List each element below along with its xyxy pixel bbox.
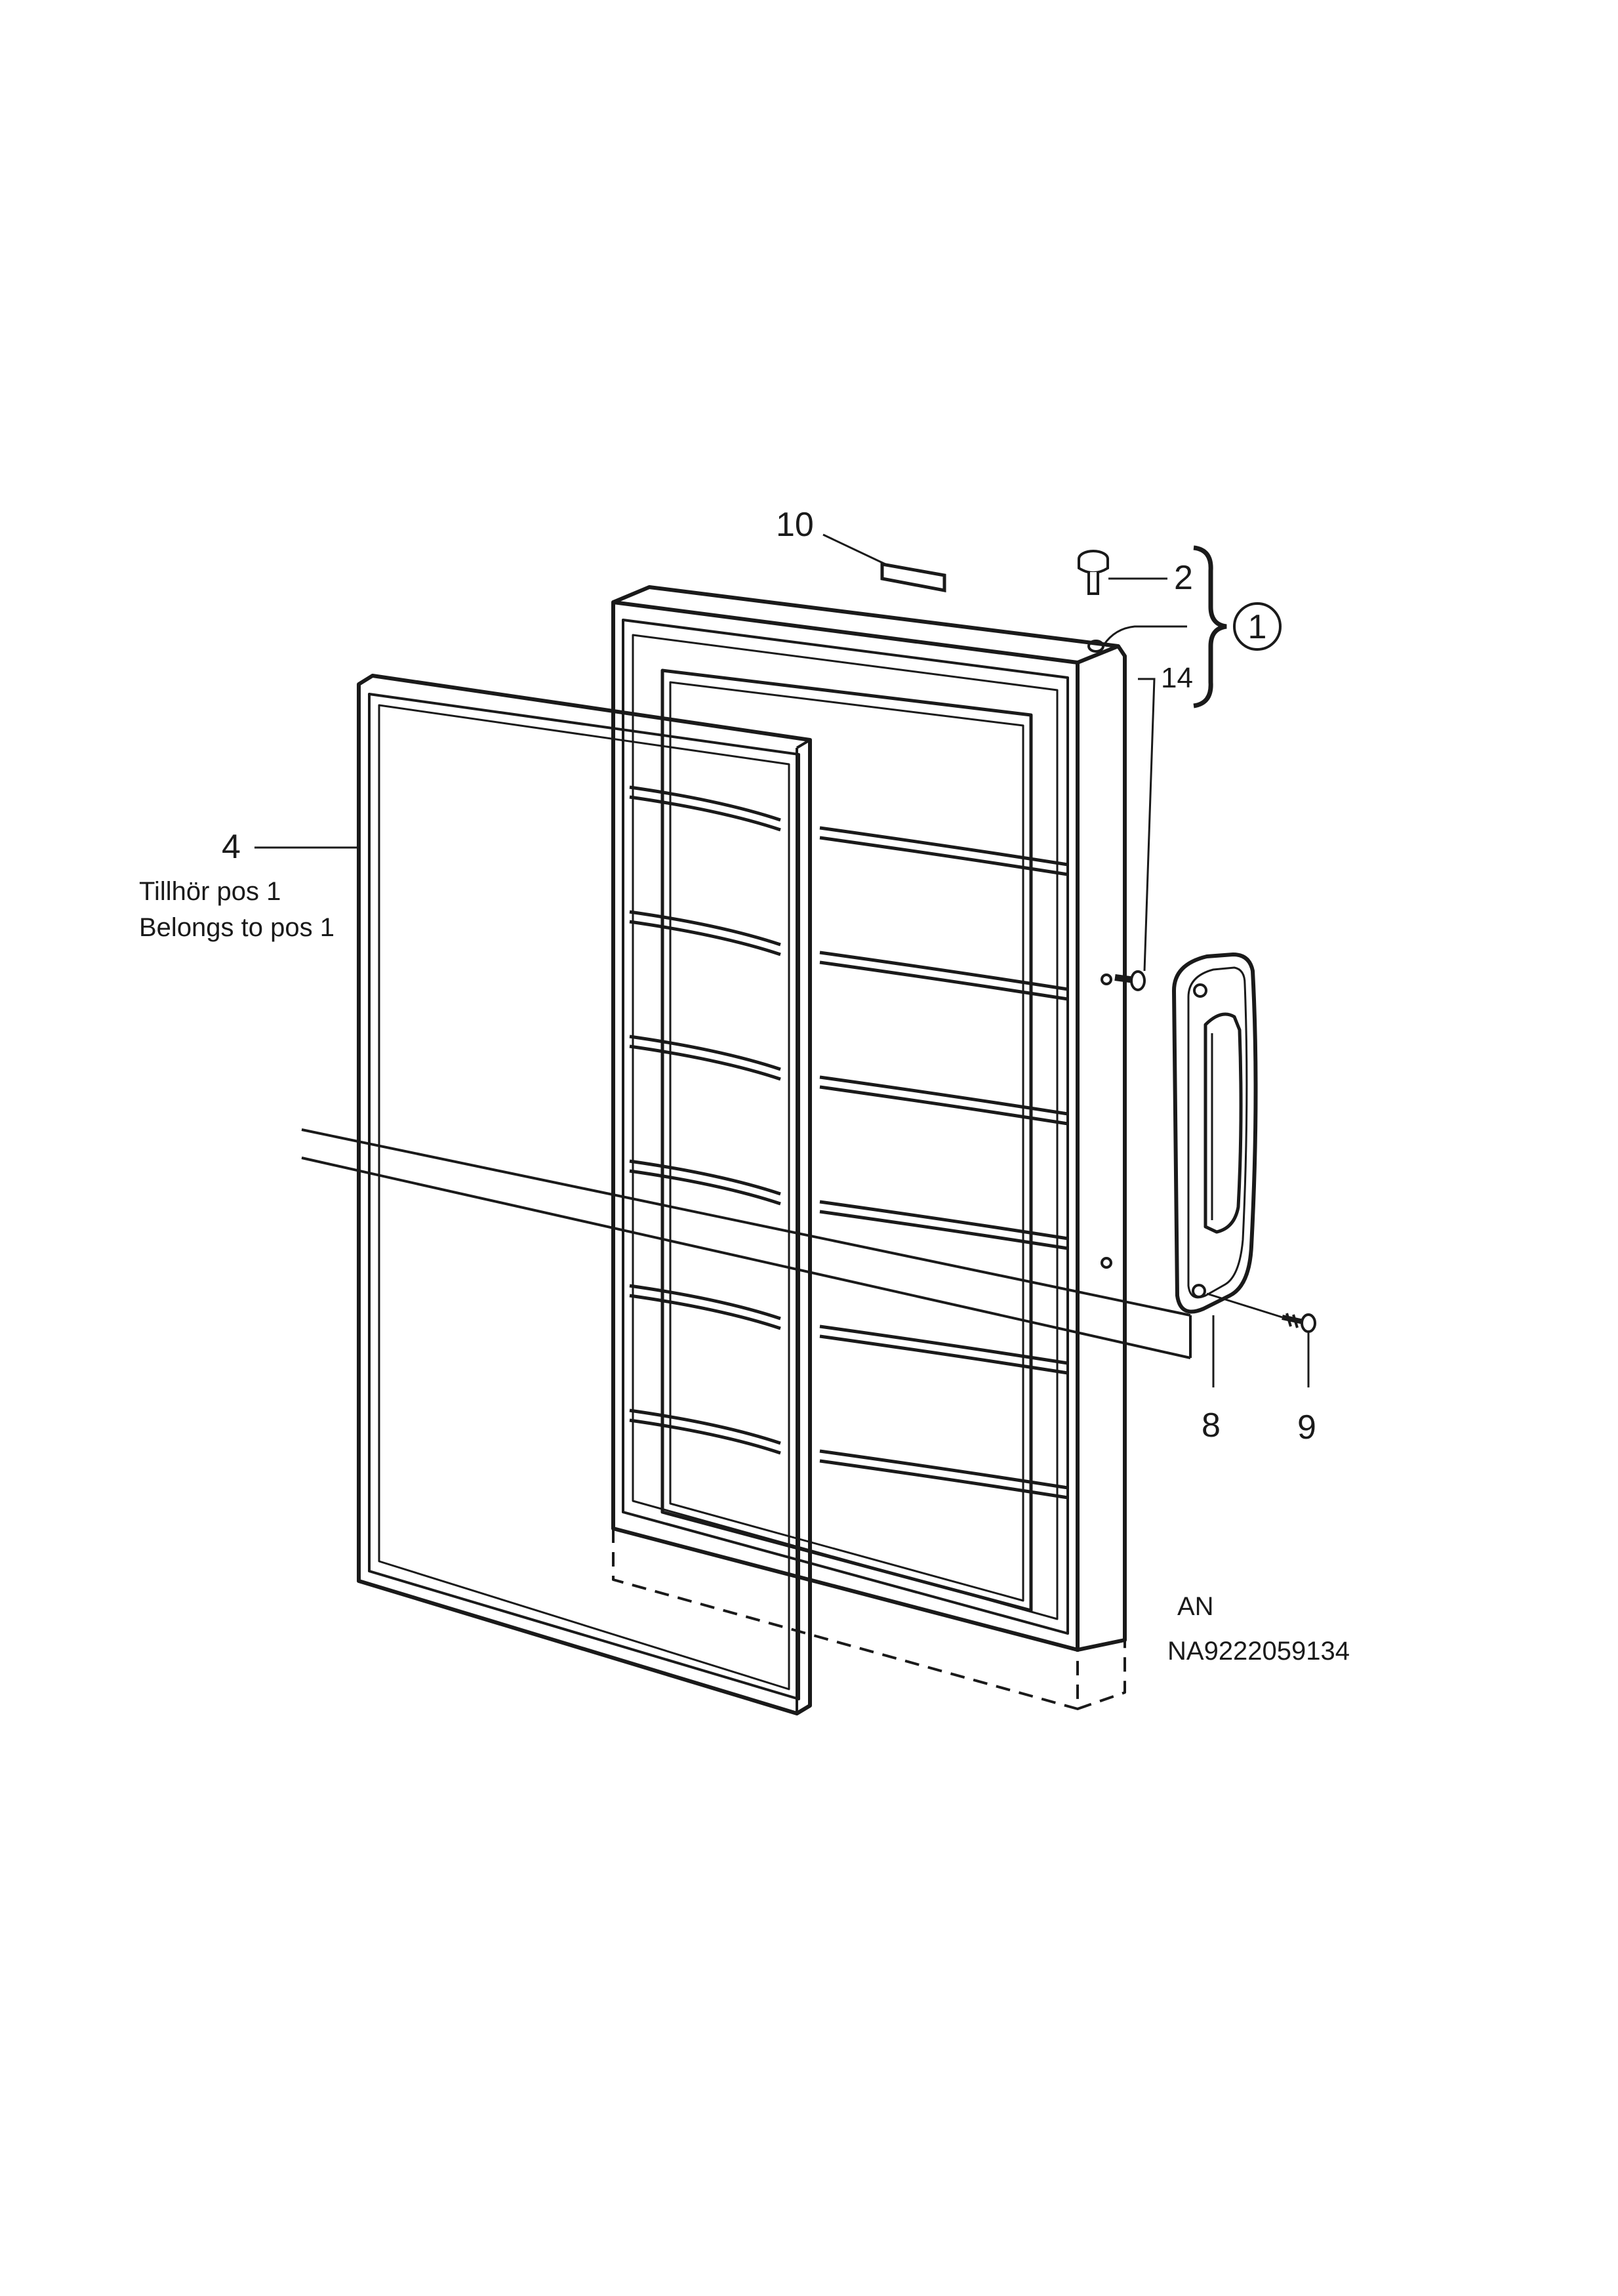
leader-lines bbox=[254, 533, 1310, 1387]
door-handle bbox=[1172, 953, 1258, 1314]
drawing-code-line-1: AN bbox=[1177, 1592, 1214, 1621]
callout-14: 14 bbox=[1161, 662, 1193, 694]
callout-4: 4 bbox=[222, 828, 241, 866]
callout-1: 1 bbox=[1248, 608, 1267, 646]
hinge-pin-14 bbox=[1114, 970, 1146, 991]
handle-screw bbox=[1282, 1313, 1316, 1333]
callout-4-note-en: Belongs to pos 1 bbox=[139, 913, 334, 942]
callout-9: 9 bbox=[1297, 1408, 1316, 1446]
callout-8: 8 bbox=[1202, 1406, 1221, 1445]
callout-4-note-sv: Tillhör pos 1 bbox=[139, 877, 281, 906]
callout-2: 2 bbox=[1174, 559, 1193, 597]
drawing-code-line-2: NA9222059134 bbox=[1167, 1637, 1350, 1666]
door-gasket bbox=[357, 674, 812, 1715]
section-cut-band bbox=[301, 1128, 1192, 1359]
group-brace bbox=[1193, 545, 1227, 708]
door-panel bbox=[611, 585, 1127, 1710]
callout-1-circle bbox=[1233, 602, 1282, 651]
callout-10: 10 bbox=[776, 506, 814, 544]
cover-plate bbox=[880, 562, 946, 593]
hinge-pin-2 bbox=[1078, 550, 1109, 595]
door-shelf-ribs bbox=[629, 785, 1068, 1500]
